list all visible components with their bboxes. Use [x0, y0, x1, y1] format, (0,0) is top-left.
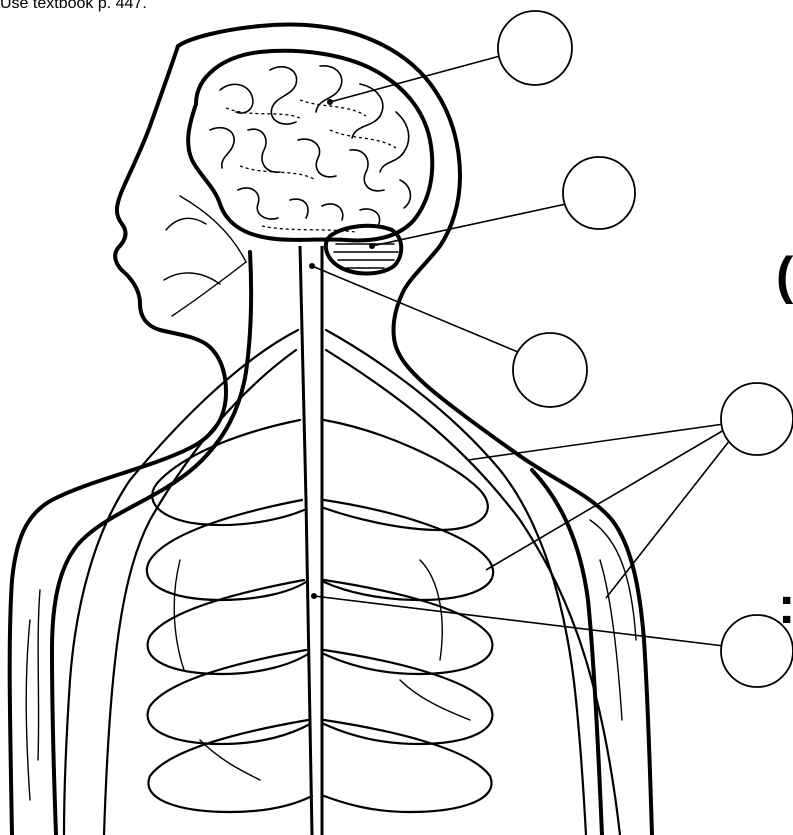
body-outline	[10, 25, 652, 835]
spinal-nerves-right	[324, 420, 493, 812]
cerebrum-drawing	[188, 51, 432, 241]
spinal-cord-drawing	[300, 246, 322, 835]
label-circle-spinal-cord[interactable]	[721, 615, 793, 687]
spinal-nerves-left	[147, 420, 312, 812]
cerebellum-drawing	[326, 226, 401, 274]
label-circle-cerebellum[interactable]	[563, 157, 635, 229]
label-circle-nerves[interactable]	[721, 383, 793, 455]
label-circle-brain[interactable]	[498, 11, 572, 85]
label-circle-brain-stem[interactable]	[513, 333, 587, 407]
